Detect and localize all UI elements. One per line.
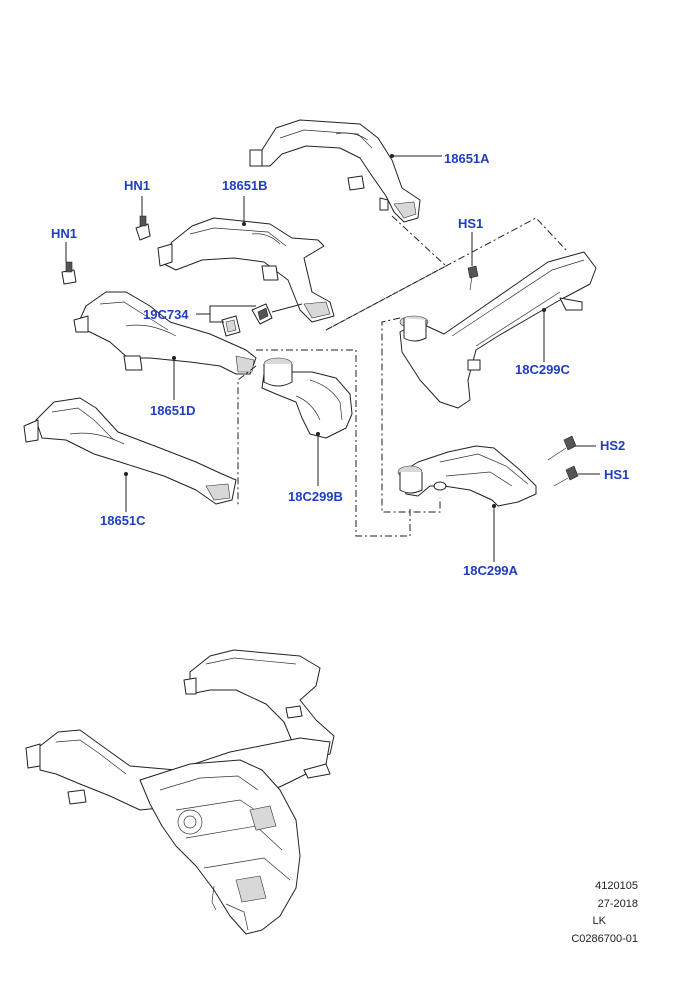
assembly-context-view <box>25 649 335 935</box>
callout-18651d: 18651D <box>150 403 196 418</box>
callout-hn1-top: HN1 <box>124 178 151 193</box>
screw-hs1-lower <box>553 465 579 487</box>
fastener-hn1-left <box>61 261 77 285</box>
callout-hs2: HS2 <box>600 438 626 453</box>
fastener-hn1-top <box>135 215 151 241</box>
footer-line-4: C0286700-01 <box>571 933 638 945</box>
duct-18651d <box>73 291 257 375</box>
assembly-guide-lines <box>237 215 567 537</box>
screw-hs2 <box>547 435 577 461</box>
footer-line-1: 4120105 <box>595 880 638 892</box>
clip-19c734 <box>221 303 273 337</box>
callout-18651b: 18651B <box>222 178 268 193</box>
footer-line-3: LK <box>592 915 606 927</box>
duct-18651c <box>23 397 237 505</box>
callout-hn1-left: HN1 <box>51 226 78 241</box>
callout-18c299c: 18C299C <box>515 362 570 377</box>
leader-lines <box>65 154 600 562</box>
callout-18651a: 18651A <box>444 151 490 166</box>
duct-18c299a <box>397 445 537 507</box>
callout-hs1-upper: HS1 <box>458 216 484 231</box>
footer-line-2: 27-2018 <box>597 898 638 910</box>
duct-18651b <box>157 217 335 323</box>
duct-18c299b <box>261 357 353 439</box>
duct-18651a <box>249 119 421 223</box>
callout-19c734: 19C734 <box>143 307 189 322</box>
callout-hs1-lower: HS1 <box>604 467 630 482</box>
screw-hs1-upper <box>467 265 479 291</box>
callout-18651c: 18651C <box>100 513 146 528</box>
callout-18c299b: 18C299B <box>288 489 343 504</box>
duct-18c299c <box>399 251 597 409</box>
callout-18c299a: 18C299A <box>463 563 518 578</box>
